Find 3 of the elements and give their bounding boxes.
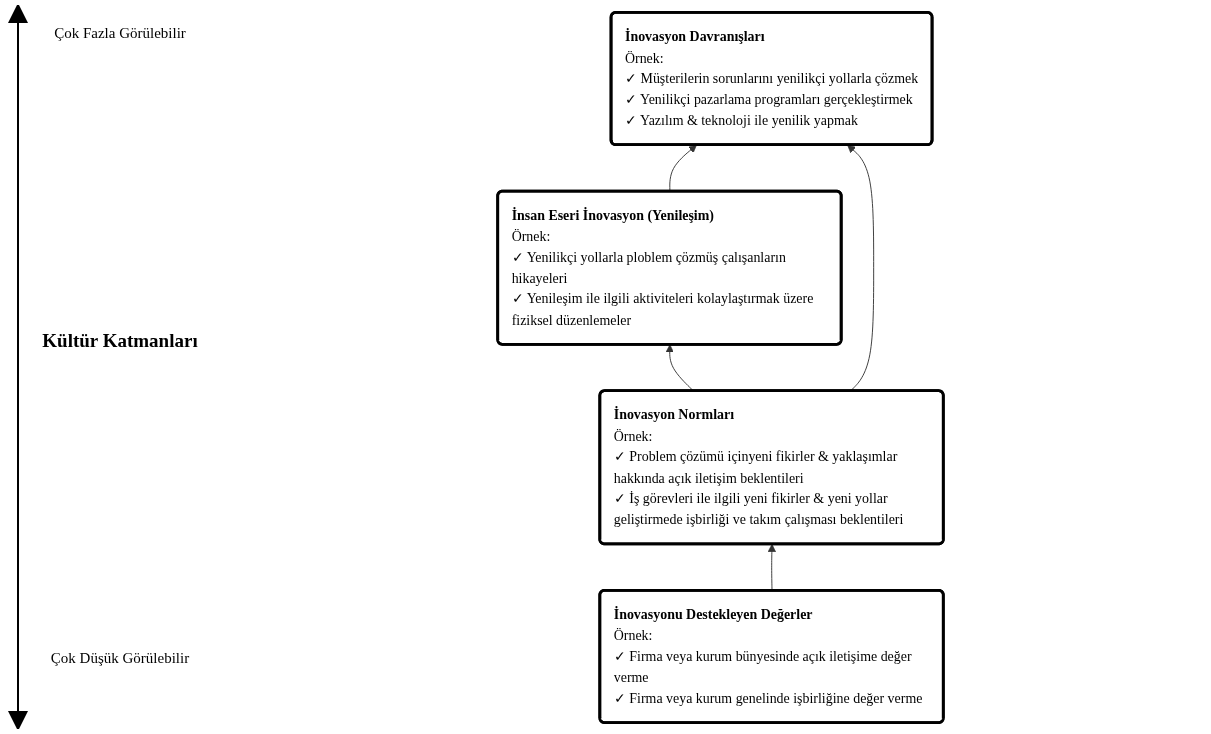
axis-label: Çok Fazla Görülebilir (53, 25, 187, 42)
axis-title: Kültür Katmanları (41, 330, 199, 352)
axis-label: Çok Düşük Görülebilir (49, 650, 191, 667)
